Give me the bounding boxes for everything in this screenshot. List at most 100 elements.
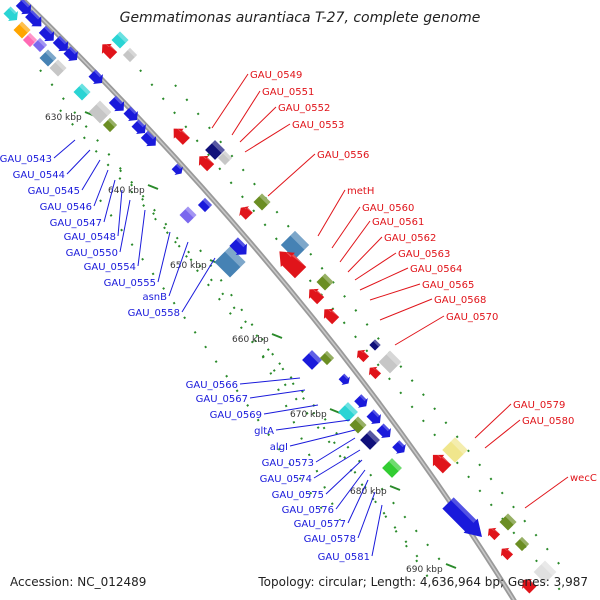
gene-arrow[interactable] <box>272 244 307 279</box>
gene-box[interactable] <box>442 437 468 463</box>
tick-mark <box>147 184 159 190</box>
leader-line <box>369 283 421 301</box>
gene-arrow[interactable] <box>37 24 58 45</box>
leader-line <box>524 476 569 509</box>
gene-box[interactable] <box>197 197 213 213</box>
gene-arrow[interactable] <box>391 439 409 457</box>
gene-box[interactable] <box>73 83 91 101</box>
forward-gene-label: GAU_0581 <box>318 552 370 563</box>
gene-arrow[interactable] <box>194 151 215 172</box>
gene-box[interactable] <box>32 37 48 53</box>
forward-gene-label: algI <box>270 442 288 453</box>
forward-gene-label: GAU_0577 <box>294 519 346 530</box>
leader-line <box>315 437 356 463</box>
reverse-gene-label: GAU_0579 <box>513 400 565 411</box>
forward-gene-label: GAU_0567 <box>196 394 248 405</box>
gene-arrow[interactable] <box>169 124 192 147</box>
tick-mark <box>271 333 283 339</box>
gene-arrow[interactable] <box>498 545 515 562</box>
leader-line <box>117 189 123 237</box>
reverse-gene-label: wecC <box>570 473 597 484</box>
forward-gene-label: GAU_0576 <box>282 505 334 516</box>
gene-arrow[interactable] <box>441 496 489 544</box>
gene-arrow[interactable] <box>485 525 502 542</box>
gene-box[interactable] <box>499 513 517 531</box>
gene-arrow[interactable] <box>337 372 353 388</box>
leader-line <box>371 504 383 557</box>
leader-line <box>317 189 346 237</box>
gene-box[interactable] <box>382 458 402 478</box>
gene-arrow[interactable] <box>427 449 452 474</box>
gene-arrow[interactable] <box>304 284 325 305</box>
gene-box[interactable] <box>22 32 38 48</box>
gene-box[interactable] <box>302 350 322 370</box>
tick-label: 670 kbp <box>290 410 327 420</box>
forward-gene-label: GAU_0575 <box>272 490 324 501</box>
gene-arrow[interactable] <box>228 236 252 260</box>
gene-arrow[interactable] <box>139 129 160 150</box>
leader-line <box>359 267 409 291</box>
gene-box[interactable] <box>338 402 358 422</box>
gene-box[interactable] <box>360 430 380 450</box>
topology-text: Topology: circular; Length: 4,636,964 bp… <box>258 575 588 589</box>
gene-box[interactable] <box>253 193 271 211</box>
reverse-gene-label: GAU_0561 <box>372 217 424 228</box>
gene-arrow[interactable] <box>2 5 22 25</box>
gene-box[interactable] <box>378 350 402 374</box>
gene-arrow[interactable] <box>354 347 371 364</box>
leader-line <box>267 153 316 197</box>
forward-gene-label: GAU_0548 <box>64 232 116 243</box>
gene-box[interactable] <box>122 47 138 63</box>
leader-line <box>244 123 291 153</box>
track-dots <box>39 69 561 591</box>
gene-arrow[interactable] <box>353 393 371 411</box>
tick-label: 690 kbp <box>406 565 443 575</box>
gene-arrow[interactable] <box>51 34 72 55</box>
leader-line <box>168 241 189 297</box>
leader-line <box>93 169 109 207</box>
gene-arrow[interactable] <box>107 94 128 115</box>
gene-labels: GAU_0543GAU_0544GAU_0545GAU_0546GAU_0547… <box>0 70 597 563</box>
gene-box[interactable] <box>179 206 197 224</box>
gene-box[interactable] <box>102 117 118 133</box>
gene-arrow[interactable] <box>24 9 47 32</box>
reverse-gene-label: GAU_0563 <box>398 249 450 260</box>
gene-box[interactable] <box>111 31 129 49</box>
leader-line <box>394 315 445 346</box>
gene-arrow[interactable] <box>375 422 395 442</box>
tick-label: 640 kbp <box>108 186 145 196</box>
gene-arrow[interactable] <box>14 0 35 19</box>
gene-arrow[interactable] <box>366 364 383 381</box>
reverse-gene-label: GAU_0560 <box>362 203 414 214</box>
gene-box[interactable] <box>514 536 530 552</box>
gene-arrow[interactable] <box>518 575 538 595</box>
leader-line <box>275 419 351 431</box>
tick-mark <box>389 485 401 491</box>
gene-box[interactable] <box>316 273 334 291</box>
forward-gene-label: GAU_0558 <box>128 308 180 319</box>
leader-line <box>231 90 261 136</box>
forward-gene-label: GAU_0578 <box>304 534 356 545</box>
gene-arrow[interactable] <box>236 203 254 221</box>
leader-line <box>249 389 306 399</box>
leader-line <box>66 149 91 175</box>
reverse-gene-label: GAU_0551 <box>262 87 314 98</box>
leader-line <box>347 236 383 273</box>
leader-line <box>289 429 356 447</box>
gene-box[interactable] <box>319 350 335 366</box>
gene-arrow[interactable] <box>87 68 107 88</box>
forward-gene-label: gltA <box>254 426 274 437</box>
gene-arrow[interactable] <box>365 408 385 428</box>
tick-label: 650 kbp <box>170 261 207 271</box>
gene-box[interactable] <box>369 339 381 351</box>
tick-label: 680 kbp <box>350 487 387 497</box>
gene-arrow[interactable] <box>319 304 340 325</box>
gene-box[interactable] <box>88 100 112 124</box>
gene-arrow[interactable] <box>62 45 82 65</box>
track-dot-line <box>139 69 561 591</box>
tick-mark <box>329 408 341 414</box>
gene-arrow[interactable] <box>130 118 150 138</box>
gene-arrow[interactable] <box>97 39 118 60</box>
gene-arrow[interactable] <box>122 105 142 125</box>
